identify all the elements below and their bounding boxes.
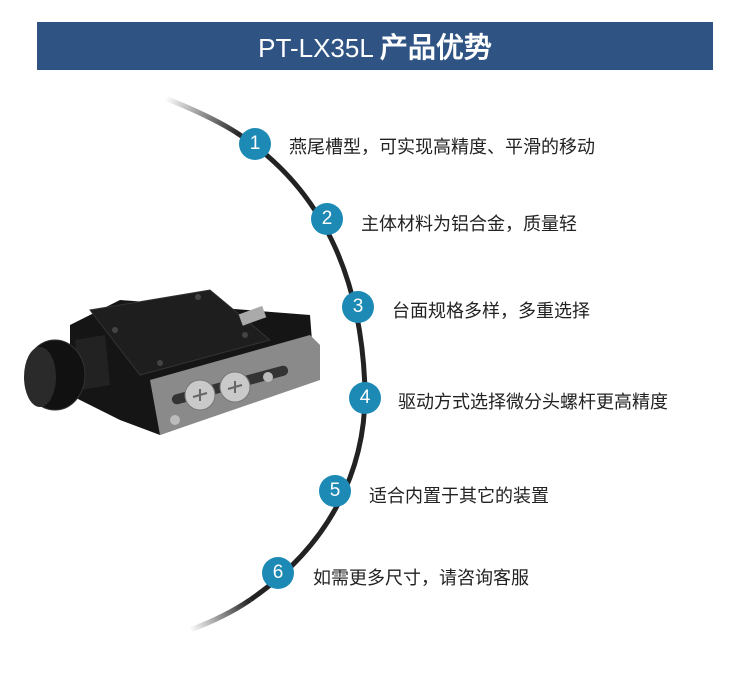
feature-text-2: 主体材料为铝合金，质量轻: [361, 214, 577, 235]
feature-text-6: 如需更多尺寸，请咨询客服: [313, 568, 529, 589]
feature-badge-6: 6: [262, 557, 294, 589]
model-name: PT-LX35L: [258, 33, 374, 63]
feature-badge-1: 1: [239, 128, 271, 160]
product-image: [24, 289, 320, 435]
feature-text-3: 台面规格多样，多重选择: [392, 301, 590, 322]
feature-badge-5: 5: [319, 475, 351, 507]
feature-badge-4: 4: [349, 382, 381, 414]
feature-text-4: 驱动方式选择微分头螺杆更高精度: [398, 392, 668, 413]
title-cn: 产品优势: [379, 31, 492, 64]
feature-text-5: 适合内置于其它的装置: [369, 486, 549, 507]
feature-text-1: 燕尾槽型，可实现高精度、平滑的移动: [289, 137, 595, 158]
feature-badge-2: 2: [311, 203, 343, 235]
feature-badge-3: 3: [342, 291, 374, 323]
